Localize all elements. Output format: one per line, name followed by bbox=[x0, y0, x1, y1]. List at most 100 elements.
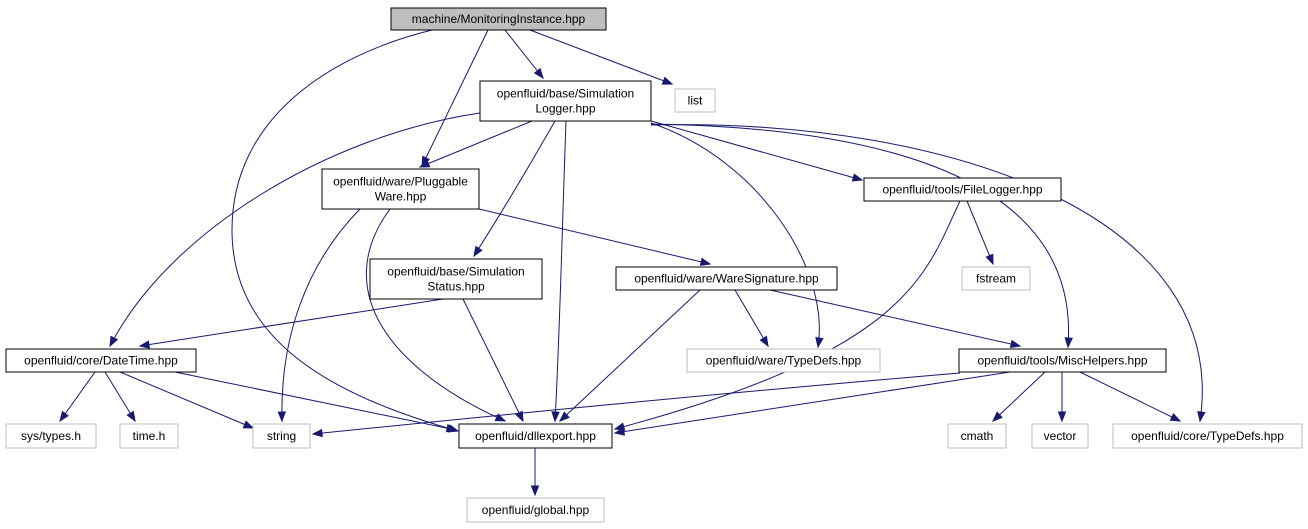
arrowhead bbox=[138, 340, 151, 349]
arrowhead bbox=[991, 411, 1003, 422]
node-label: openfluid/base/Simulation bbox=[387, 265, 524, 279]
edge-monitoring-to-dllexport bbox=[231, 29, 460, 433]
arrowhead bbox=[699, 257, 712, 266]
node-label: openfluid/ware/Pluggable bbox=[333, 175, 468, 189]
node-cmath[interactable]: cmath bbox=[947, 423, 1007, 449]
edge-filelogger-to-fstream bbox=[966, 200, 994, 266]
edge-line bbox=[559, 289, 701, 422]
edge-line bbox=[554, 120, 567, 422]
edge-line bbox=[614, 371, 1011, 434]
edge-line bbox=[231, 29, 459, 432]
edge-line bbox=[650, 120, 863, 181]
edge-line bbox=[769, 289, 1021, 347]
edge-mischelpers-to-dllexport bbox=[613, 371, 1011, 436]
edge-mischelpers-to-coretypedefs bbox=[1079, 371, 1182, 422]
edge-pluggable-to-string bbox=[277, 208, 361, 423]
edge-mischelpers-to-string bbox=[311, 372, 961, 438]
edge-line bbox=[650, 122, 820, 348]
node-global[interactable]: openfluid/global.hpp bbox=[466, 497, 605, 523]
edge-monitoring-to-simlogger bbox=[504, 29, 544, 80]
arrowhead bbox=[1009, 339, 1022, 349]
edge-line bbox=[59, 371, 96, 422]
node-list[interactable]: list bbox=[674, 88, 716, 113]
node-label: openfluid/tools/MiscHelpers.hpp bbox=[977, 354, 1147, 368]
node-label: string bbox=[267, 429, 296, 443]
edge-filelogger-to-dllexport bbox=[613, 200, 961, 431]
arrowhead bbox=[613, 427, 626, 436]
node-label: Ware.hpp bbox=[375, 190, 427, 204]
edge-line bbox=[650, 123, 1070, 348]
node-filelogger[interactable]: openfluid/tools/FileLogger.hpp bbox=[863, 177, 1062, 202]
arrowhead bbox=[661, 76, 674, 85]
arrowhead bbox=[59, 410, 69, 423]
node-box bbox=[947, 423, 1007, 449]
edge-waresig-to-waretypedefs bbox=[734, 289, 769, 348]
edge-dllexport-to-global bbox=[530, 448, 540, 497]
edge-waresig-to-mischelpers bbox=[769, 289, 1022, 349]
edge-line bbox=[992, 371, 1046, 422]
arrowhead bbox=[242, 420, 255, 429]
nodes-layer: machine/MonitoringInstance.hpp openfluid/… bbox=[5, 7, 1303, 523]
node-string[interactable]: string bbox=[252, 423, 311, 449]
edge-line bbox=[529, 29, 673, 85]
edge-line bbox=[281, 208, 361, 422]
node-box bbox=[863, 177, 1062, 202]
node-systypes[interactable]: sys/types.h bbox=[5, 423, 97, 449]
node-label: openfluid/core/DateTime.hpp bbox=[24, 354, 178, 368]
edge-simlogger-to-simstatus bbox=[473, 120, 556, 258]
node-vector[interactable]: vector bbox=[1031, 423, 1089, 449]
edge-line bbox=[109, 112, 481, 347]
node-box bbox=[252, 423, 311, 449]
node-box bbox=[119, 423, 179, 449]
edge-line bbox=[139, 298, 444, 347]
node-timeh[interactable]: time.h bbox=[119, 423, 179, 449]
node-dllexport[interactable]: openfluid/dllexport.hpp bbox=[458, 423, 613, 449]
node-mischelpers[interactable]: openfluid/tools/MiscHelpers.hpp bbox=[958, 348, 1167, 373]
edge-pluggable-to-dllexport bbox=[365, 208, 507, 422]
node-fstream[interactable]: fstream bbox=[961, 266, 1031, 291]
edge-line bbox=[504, 29, 544, 79]
edge-simstatus-to-dllexport bbox=[462, 298, 524, 423]
node-box bbox=[615, 266, 838, 291]
edge-simlogger-to-mischelpers bbox=[650, 123, 1073, 349]
arrowhead bbox=[530, 485, 540, 497]
edge-monitoring-to-list bbox=[529, 29, 674, 85]
node-label: openfluid/dllexport.hpp bbox=[475, 429, 596, 443]
node-label: Logger.hpp bbox=[535, 102, 595, 116]
edge-simlogger-to-filelogger bbox=[650, 120, 864, 182]
edge-line bbox=[421, 29, 489, 167]
node-label: fstream bbox=[976, 272, 1016, 286]
edge-waresig-to-dllexport bbox=[558, 289, 701, 422]
edge-simlogger-to-waretypedefs bbox=[650, 122, 824, 349]
edge-mischelpers-to-vector bbox=[1057, 372, 1067, 423]
node-box bbox=[1112, 423, 1303, 449]
edge-simlogger-to-dllexport bbox=[551, 120, 567, 423]
edge-line bbox=[365, 208, 506, 422]
edge-line bbox=[1079, 371, 1181, 422]
edge-line bbox=[462, 298, 524, 422]
arrowhead bbox=[473, 245, 483, 258]
edge-line bbox=[473, 120, 556, 257]
node-monitoring[interactable]: machine/MonitoringInstance.hpp bbox=[390, 7, 607, 31]
edge-line bbox=[312, 372, 961, 435]
node-coretypedefs[interactable]: openfluid/core/TypeDefs.hpp bbox=[1112, 423, 1303, 449]
node-box bbox=[390, 7, 607, 31]
node-label: machine/MonitoringInstance.hpp bbox=[412, 12, 586, 26]
arrowhead bbox=[311, 428, 323, 438]
arrowhead bbox=[815, 336, 824, 349]
edge-simlogger-to-datetime bbox=[109, 112, 481, 348]
node-waresig[interactable]: openfluid/ware/WareSignature.hpp bbox=[615, 266, 838, 291]
node-waretypedefs[interactable]: openfluid/ware/TypeDefs.hpp bbox=[686, 348, 881, 373]
arrowhead bbox=[109, 335, 119, 348]
node-datetime[interactable]: openfluid/core/DateTime.hpp bbox=[5, 348, 197, 373]
arrowhead bbox=[1064, 337, 1073, 349]
node-box bbox=[674, 88, 716, 113]
edge-line bbox=[174, 371, 457, 431]
edge-datetime-to-timeh bbox=[104, 371, 136, 423]
node-label: list bbox=[688, 94, 703, 108]
edge-line bbox=[419, 120, 533, 168]
node-label: openfluid/tools/FileLogger.hpp bbox=[882, 183, 1042, 197]
